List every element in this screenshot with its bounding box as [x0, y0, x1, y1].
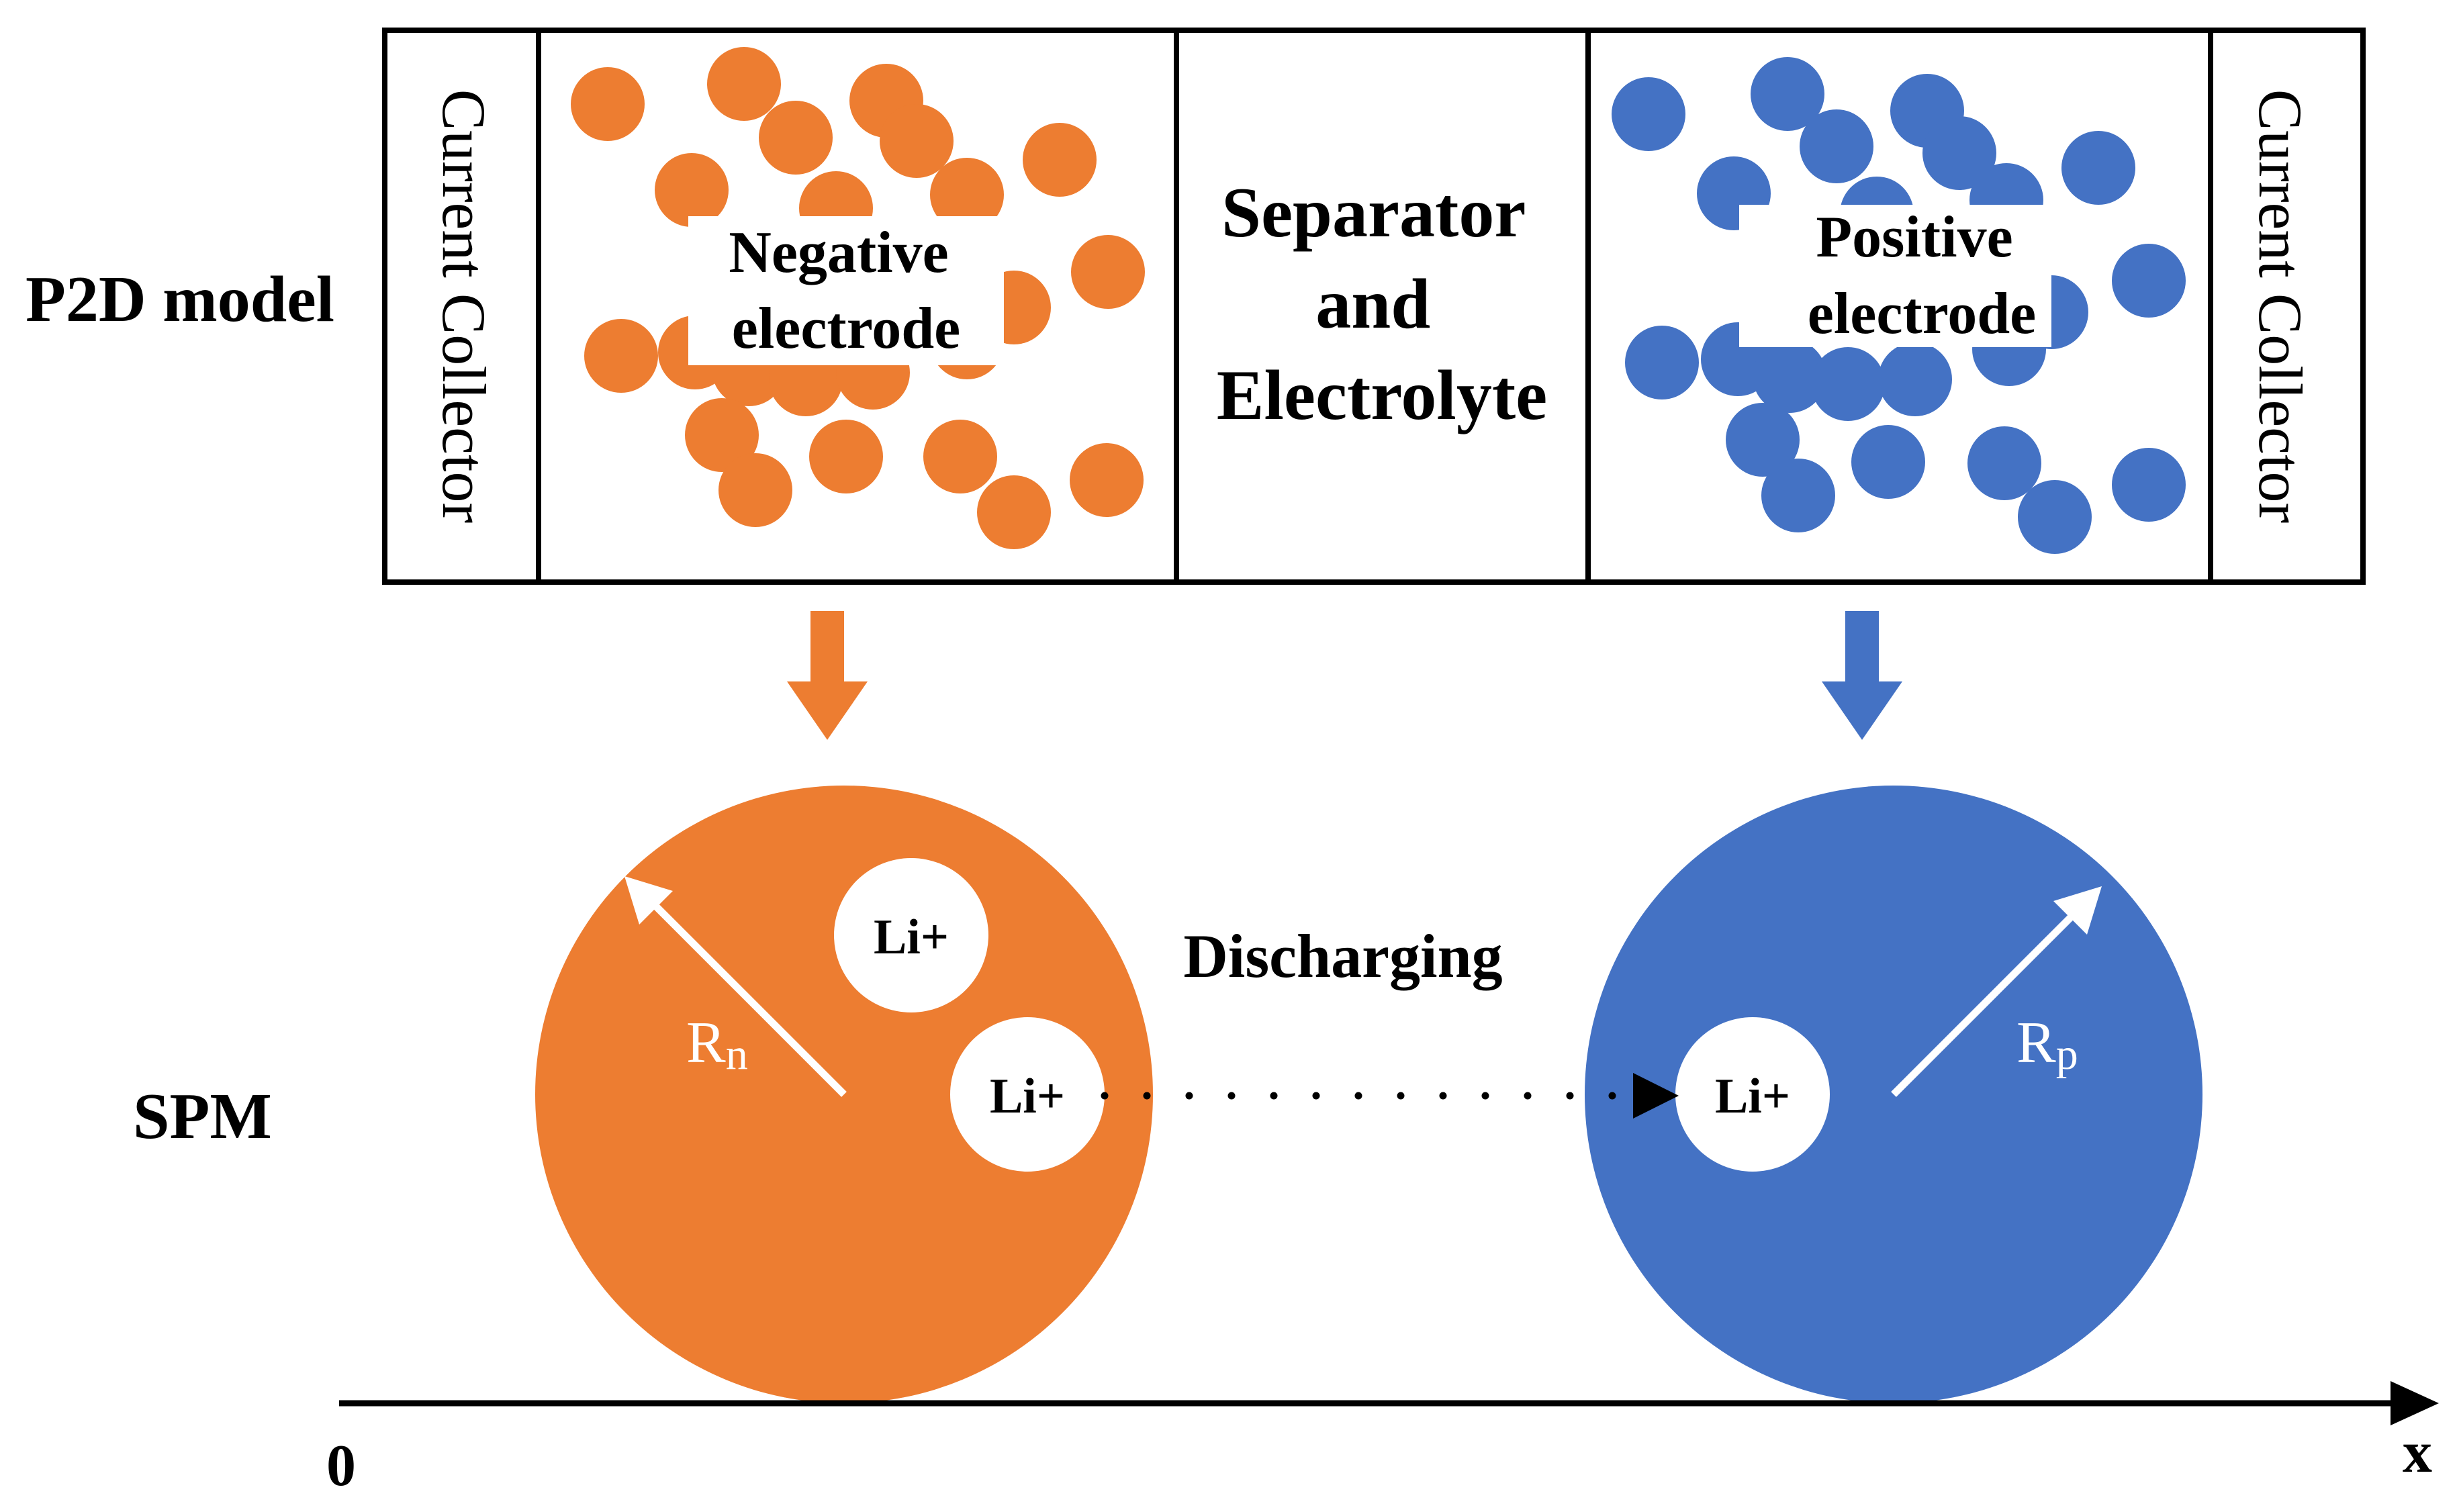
spm-label: SPM	[133, 1080, 272, 1153]
radius-positive-label: Rp	[2016, 1010, 2078, 1079]
li-ion-3	[1675, 1017, 1830, 1172]
negative-particle	[880, 104, 954, 178]
negative-down-arrow	[787, 611, 868, 740]
positive-particle	[1761, 459, 1835, 532]
negative-particle	[930, 158, 1004, 232]
x-axis-arrowhead	[2391, 1381, 2439, 1425]
negative-particle	[1071, 235, 1145, 309]
negative-particle	[1023, 123, 1097, 197]
negative-particles	[571, 47, 1145, 549]
negative-particle	[809, 420, 883, 493]
positive-particle	[2018, 480, 2092, 554]
positive-arrow-head	[1822, 681, 1902, 740]
positive-electrode-label: Positive electrode	[1808, 205, 2036, 346]
negative-radius-arrow	[624, 876, 847, 1097]
negative-particle	[923, 420, 997, 493]
negative-particle	[977, 475, 1051, 549]
positive-particle	[1878, 342, 1952, 416]
current-collector-left-label: Current Collector	[430, 89, 498, 523]
negative-label-background	[688, 216, 1004, 365]
radius-positive-main: R	[2016, 1010, 2056, 1076]
radius-negative-main: R	[686, 1010, 726, 1076]
positive-particle	[1811, 347, 1885, 421]
p2d-model-label: P2D model	[26, 263, 334, 336]
axis-x-label: x	[2403, 1420, 2432, 1485]
negative-radius-arrowhead	[624, 876, 673, 925]
li-ion-1	[834, 858, 988, 1012]
positive-particle	[1800, 109, 1873, 183]
radius-negative-sub: n	[726, 1030, 748, 1079]
li-ion-2	[950, 1017, 1105, 1172]
separator-line1: Separator	[1221, 173, 1524, 252]
cell-outer-border	[382, 28, 2366, 585]
positive-electrode-line1: Positive	[1816, 205, 2012, 270]
radius-negative-label: Rn	[686, 1010, 748, 1079]
negative-arrow-shaft	[810, 611, 844, 685]
negative-particle	[685, 398, 759, 472]
negative-electrode-label: Negative electrode	[729, 220, 963, 361]
positive-particle	[2112, 244, 2186, 318]
separator-line3: Electrolyte	[1217, 356, 1547, 434]
x-axis	[339, 1381, 2439, 1425]
negative-radius-line	[652, 902, 847, 1097]
positive-label-background	[1739, 205, 2051, 347]
current-collector-right-label: Current Collector	[2246, 89, 2315, 523]
positive-particle	[1625, 326, 1699, 399]
discharging-label: Discharging	[1183, 922, 1502, 990]
negative-particle	[759, 101, 833, 175]
positive-particle	[1851, 425, 1925, 499]
ion-transport-arrowhead	[1633, 1073, 1679, 1119]
positive-radius-line	[1891, 914, 2074, 1097]
radius-positive-sub: p	[2056, 1030, 2078, 1079]
positive-particle	[1612, 77, 1685, 151]
positive-particle	[1753, 339, 1826, 413]
negative-particle	[1070, 443, 1144, 517]
negative-particle	[718, 453, 792, 527]
positive-particle	[2061, 131, 2135, 205]
ion-transport-arrow	[1101, 1073, 1679, 1119]
positive-particle	[1726, 403, 1800, 477]
positive-particle	[1922, 116, 1996, 190]
separator-electrolyte-label: Separator and Electrolyte	[1217, 173, 1547, 434]
axis-origin-label: 0	[326, 1433, 356, 1499]
positive-down-arrow	[1822, 611, 1902, 740]
negative-particle	[584, 319, 658, 393]
positive-particle	[2112, 448, 2186, 522]
positive-particle	[1751, 57, 1824, 131]
positive-radius-arrow	[1891, 886, 2102, 1097]
positive-radius-arrowhead	[2053, 886, 2102, 935]
positive-arrow-shaft	[1845, 611, 1879, 685]
negative-arrow-head	[787, 681, 868, 740]
negative-particle	[655, 153, 729, 227]
negative-electrode-line1: Negative	[729, 220, 948, 285]
li-ion-3-label: Li+	[1715, 1069, 1790, 1124]
negative-particle	[571, 67, 645, 141]
p2d-cell-frame	[382, 28, 2366, 585]
negative-electrode-line2: electrode	[732, 296, 960, 361]
negative-particle	[707, 47, 781, 121]
positive-particle	[1967, 426, 2041, 500]
separator-line2: and	[1315, 265, 1430, 343]
positive-electrode-line2: electrode	[1808, 281, 2036, 346]
li-ion-2-label: Li+	[990, 1069, 1065, 1124]
positive-particles	[1612, 57, 2186, 554]
li-ion-1-label: Li+	[874, 910, 949, 965]
